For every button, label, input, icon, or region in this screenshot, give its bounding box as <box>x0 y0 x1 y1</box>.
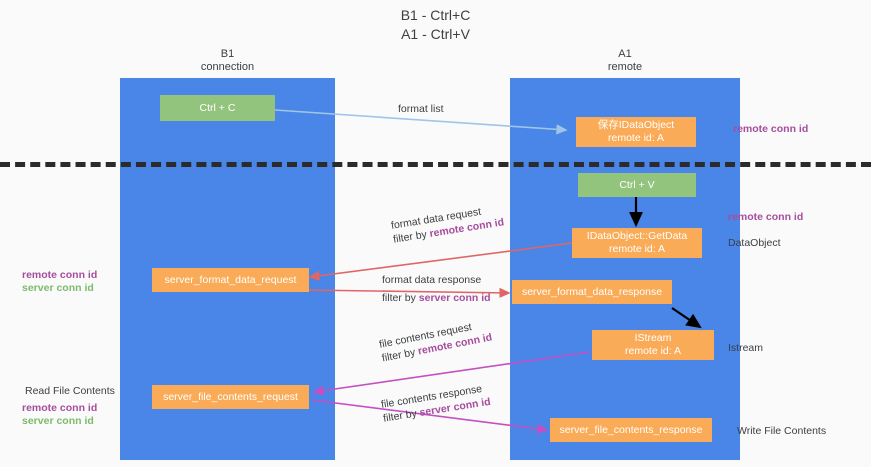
side-label-read-file-contents: Read File Contents <box>25 385 115 397</box>
edge-label-format-data-response-line-2: filter by server conn id <box>382 291 491 305</box>
side-label-remote-conn-id-mid: remote conn id <box>728 211 804 223</box>
box-ctrl-c[interactable]: Ctrl + C <box>160 95 275 121</box>
lane-header-b1-role: connection <box>200 61 255 73</box>
box-server-format-data-request[interactable]: server_format_data_request <box>152 268 309 292</box>
side-label-left-server-conn-id: server conn id <box>22 282 94 294</box>
edge-label-format-data-response: format data response filter by server co… <box>382 273 491 305</box>
box-store-idataobject-line-1: 保存IDataObject <box>597 119 675 131</box>
diagram-title: B1 - Ctrl+C A1 - Ctrl+V <box>0 6 871 44</box>
box-ctrl-v[interactable]: Ctrl + V <box>578 173 696 197</box>
edge-label-format-data-response-line-1: format data response <box>382 274 482 286</box>
box-server-file-contents-response[interactable]: server_file_contents_response <box>550 418 712 442</box>
box-server-format-data-request-label: server_format_data_request <box>164 273 297 286</box>
box-store-idataobject-line-2: remote id: A <box>607 132 665 144</box>
box-ctrl-c-label: Ctrl + C <box>199 101 236 114</box>
lane-header-a1: A1 remote <box>510 48 740 74</box>
box-server-file-contents-request-label: server_file_contents_request <box>163 390 298 403</box>
side-label-write-file-contents: Write File Contents <box>737 425 827 437</box>
box-idataobject-getdata-line-2: remote id: A <box>608 243 666 255</box>
box-store-idataobject[interactable]: 保存IDataObject remote id: A <box>576 117 696 147</box>
box-idataobject-getdata-line-1: IDataObject::GetData <box>586 230 688 242</box>
box-server-file-contents-request[interactable]: server_file_contents_request <box>152 385 309 409</box>
side-label-istream: Istream <box>728 342 764 354</box>
edge-label-format-list: format list <box>398 102 444 116</box>
phase-divider <box>0 162 871 167</box>
diagram-title-line-2: A1 - Ctrl+V <box>401 26 470 42</box>
edge-label-file-contents-response: file contents response filter by server … <box>380 381 492 426</box>
side-label-dataobject: DataObject <box>728 237 781 249</box>
box-server-file-contents-response-label: server_file_contents_response <box>559 423 703 436</box>
side-label-left-remote-conn-id: remote conn id <box>22 269 98 281</box>
side-label-remote-conn-id-top: remote conn id <box>733 123 809 135</box>
box-server-format-data-response-label: server_format_data_response <box>521 285 663 298</box>
lane-header-a1-name: A1 <box>618 48 632 60</box>
diagram-title-line-1: B1 - Ctrl+C <box>400 7 471 23</box>
box-istream-line-1: IStream <box>634 332 672 344</box>
box-idataobject-getdata[interactable]: IDataObject::GetData remote id: A <box>572 228 702 258</box>
box-server-format-data-response[interactable]: server_format_data_response <box>512 280 672 304</box>
edge-label-format-list-text: format list <box>398 103 444 115</box>
side-label-left-remote-conn-id-2: remote conn id <box>22 402 98 414</box>
box-ctrl-v-label: Ctrl + V <box>619 178 655 191</box>
lane-header-b1-name: B1 <box>220 48 235 60</box>
edge-label-file-contents-request: file contents request filter by remote c… <box>378 317 493 366</box>
side-label-left-server-conn-id-2: server conn id <box>22 415 94 427</box>
server-conn-id-emphasis: server conn id <box>418 292 491 304</box>
filter-by-text: filter by <box>382 292 419 304</box>
edge-label-format-data-request: format data request filter by remote con… <box>390 201 505 246</box>
lane-header-a1-role: remote <box>607 61 643 73</box>
box-istream[interactable]: IStream remote id: A <box>592 330 714 360</box>
box-istream-line-2: remote id: A <box>624 345 682 357</box>
lane-header-b1: B1 connection <box>120 48 335 74</box>
